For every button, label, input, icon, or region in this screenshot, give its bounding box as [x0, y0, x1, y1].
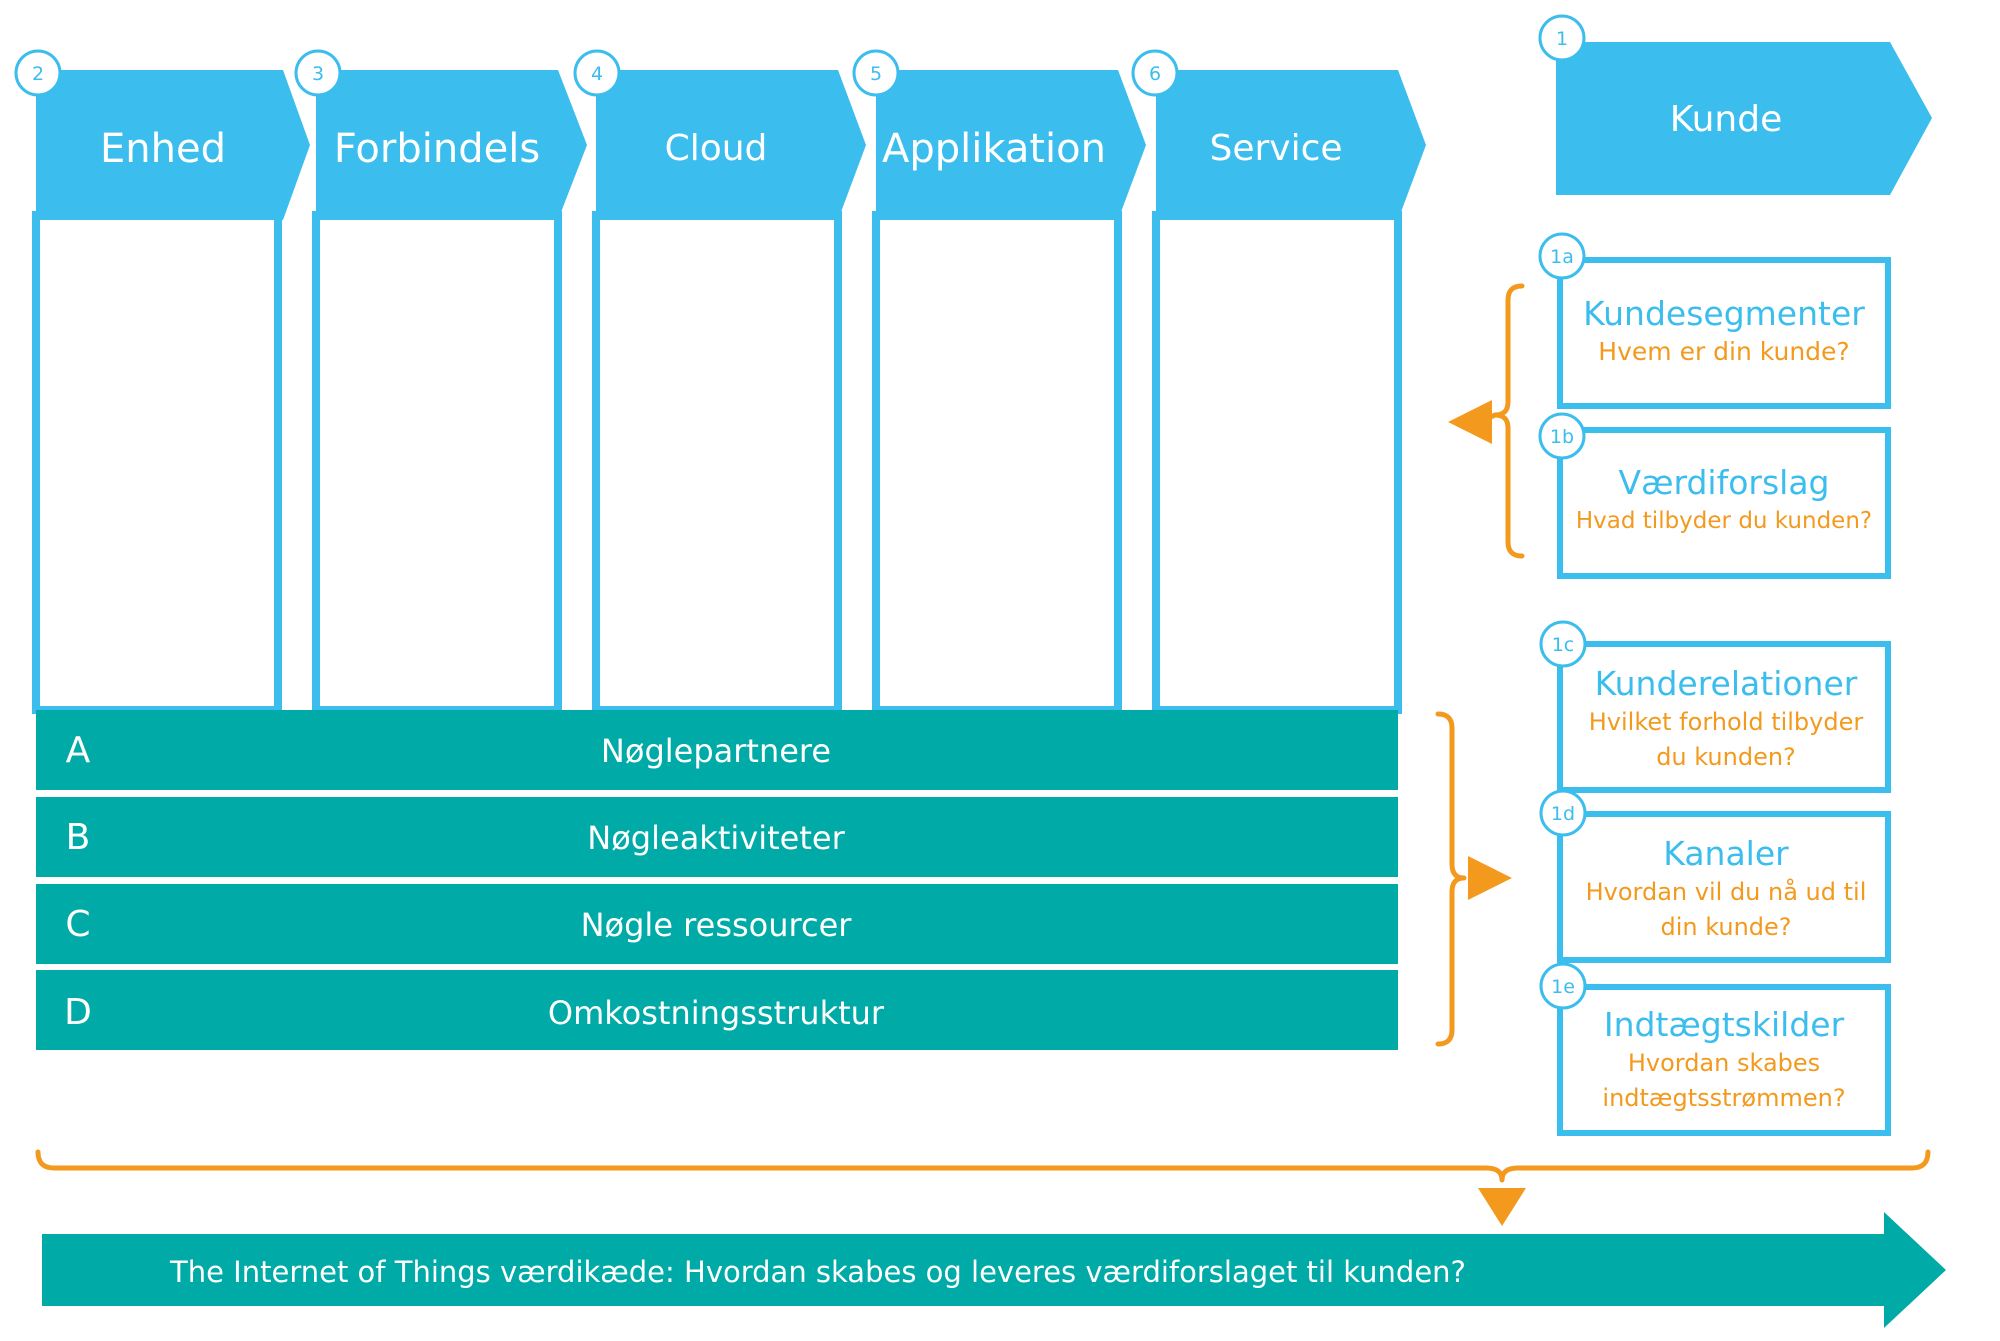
customer-box-1a: Kundesegmenter Hvem er din kunde? 1a [1538, 232, 1891, 409]
row-letter: D [64, 992, 92, 1033]
box-question-line: indtægtsstrømmen? [1602, 1084, 1845, 1112]
arrow-down-icon [1478, 1188, 1526, 1226]
column-body [312, 211, 562, 714]
column-cloud: Cloud 4 [573, 49, 866, 714]
box-number-badge [1538, 412, 1586, 460]
arrow-left-icon [1448, 400, 1492, 444]
box-title: Værdiforslag [1619, 463, 1830, 502]
box-title: Kundesegmenter [1583, 294, 1865, 333]
box-number-badge [1539, 789, 1587, 837]
box-number: 1a [1550, 246, 1574, 268]
column-number-badge [1131, 49, 1179, 97]
customer-box-1e: Indtægtskilder Hvordan skabes indtægtsst… [1539, 962, 1891, 1136]
box-question-line: din kunde? [1660, 913, 1791, 941]
column-body [1152, 211, 1402, 714]
box-frame [1557, 811, 1891, 963]
customer-arrow [1556, 42, 1932, 195]
row-b: B Nøgleaktiviteter [36, 797, 1398, 877]
column-label: Cloud [665, 128, 768, 169]
row-bar [36, 710, 1398, 790]
row-c: C Nøgle ressourcer [36, 884, 1398, 964]
box-frame [1557, 641, 1891, 793]
column-header [1156, 70, 1426, 220]
row-bar [36, 970, 1398, 1050]
column-service: Service 6 [1131, 49, 1426, 714]
box-number: 1e [1551, 976, 1575, 998]
column-body [592, 211, 842, 714]
curly-brace [1492, 283, 1525, 559]
column-number: 4 [591, 63, 603, 85]
bracket-upper [1492, 283, 1525, 559]
box-question: Hvad tilbyder du kunden? [1576, 508, 1872, 534]
column-number: 3 [312, 63, 324, 85]
column-label: Service [1209, 128, 1342, 169]
box-frame [1557, 427, 1891, 579]
row-a: A Nøglepartnere [36, 710, 1398, 790]
box-number-badge [1539, 962, 1587, 1010]
box-question: Hvem er din kunde? [1598, 337, 1849, 366]
row-label: Nøglepartnere [601, 732, 831, 770]
row-label: Omkostningsstruktur [548, 994, 885, 1032]
column-number: 5 [870, 63, 882, 85]
box-number: 1d [1551, 803, 1575, 825]
row-d: D Omkostningsstruktur [36, 970, 1398, 1050]
column-label: Forbindels [334, 126, 540, 172]
arrow-connector [1478, 412, 1497, 425]
customer-number-badge [1538, 14, 1586, 62]
banner-label: The Internet of Things værdikæde: Hvorda… [169, 1255, 1466, 1289]
column-header [36, 70, 310, 220]
box-question-line: Hvilket forhold tilbyder [1589, 708, 1864, 736]
column-label: Enhed [100, 126, 226, 172]
bracket-middle [1435, 711, 1467, 1047]
column-number-badge [573, 49, 621, 97]
customer-header: Kunde 1 [1538, 14, 1932, 195]
arrow-right-icon [1468, 856, 1512, 900]
box-question-line: du kunden? [1656, 743, 1796, 771]
row-letter: B [66, 817, 91, 858]
customer-box-1c: Kunderelationer Hvilket forhold tilbyder… [1539, 620, 1891, 793]
column-forbindels: Forbindels 3 [294, 49, 587, 714]
box-frame [1557, 257, 1891, 409]
column-number: 2 [32, 63, 44, 85]
box-number: 1b [1550, 426, 1574, 448]
box-title: Indtægtskilder [1604, 1005, 1845, 1044]
column-applikation: Applikation 5 [852, 49, 1146, 714]
box-question-line: Hvordan skabes [1628, 1049, 1820, 1077]
column-number-badge [852, 49, 900, 97]
customer-box-1d: Kanaler Hvordan vil du nå ud til din kun… [1539, 789, 1891, 963]
row-bar [36, 884, 1398, 964]
customer-label: Kunde [1670, 99, 1782, 140]
box-number: 1c [1552, 634, 1575, 656]
box-title: Kanaler [1663, 834, 1789, 873]
column-body [872, 211, 1122, 714]
box-title: Kunderelationer [1595, 664, 1858, 703]
row-label: Nøgle ressourcer [581, 906, 853, 944]
box-question-line: Hvordan vil du nå ud til [1586, 877, 1867, 906]
customer-box-1b: Værdiforslag Hvad tilbyder du kunden? 1b [1538, 412, 1891, 579]
curly-brace [1435, 711, 1467, 1047]
row-letter: C [65, 904, 90, 945]
column-label: Applikation [882, 126, 1106, 172]
column-number-badge [14, 49, 62, 97]
column-number-badge [294, 49, 342, 97]
box-frame [1557, 984, 1891, 1136]
customer-number: 1 [1556, 28, 1568, 50]
column-enhed: Enhed 2 [14, 49, 310, 714]
row-letter: A [66, 730, 91, 771]
box-number-badge [1538, 232, 1586, 280]
curly-brace [35, 1149, 1931, 1183]
bottom-banner: The Internet of Things værdikæde: Hvorda… [42, 1212, 1946, 1328]
column-header [316, 70, 587, 220]
row-bar [36, 797, 1398, 877]
column-header [596, 70, 866, 220]
column-number: 6 [1149, 63, 1161, 85]
banner-arrow [42, 1212, 1946, 1328]
column-body [32, 211, 282, 714]
box-number-badge [1539, 620, 1587, 668]
bracket-bottom [35, 1149, 1931, 1183]
row-label: Nøgleaktiviteter [587, 819, 845, 857]
column-header [876, 70, 1146, 220]
